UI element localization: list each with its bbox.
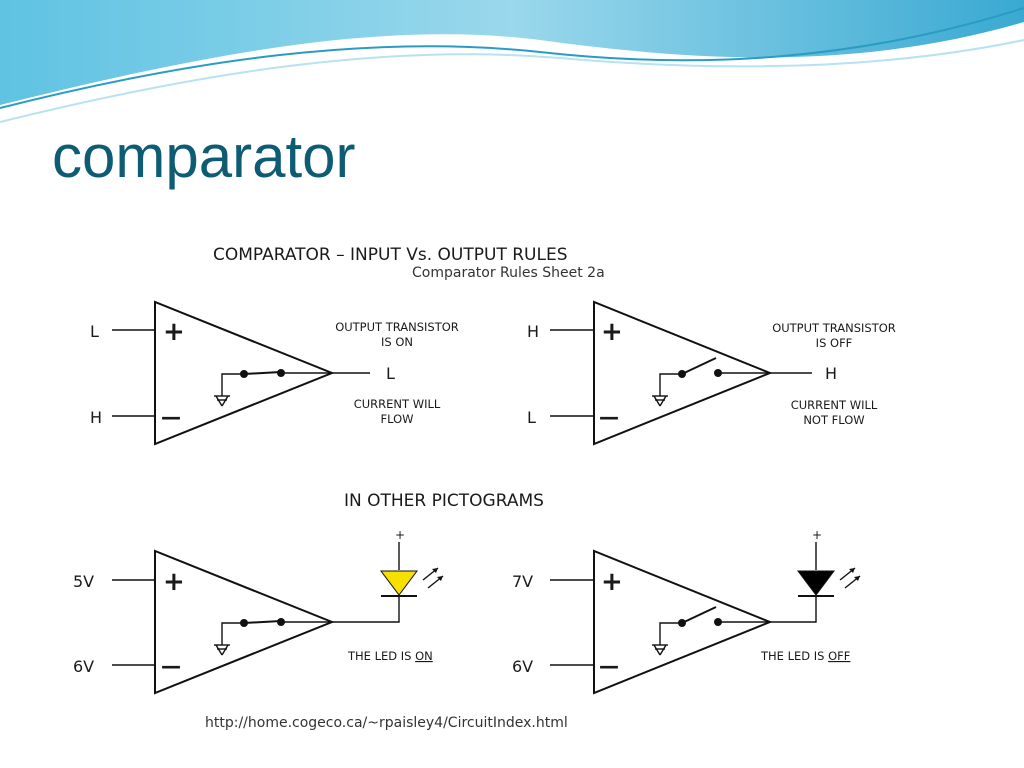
led-status-text: THE LED IS <box>347 649 415 663</box>
led-output-wire <box>332 596 400 623</box>
minus-input-label: 6V <box>73 657 94 676</box>
minus-input-label: H <box>90 408 102 427</box>
minus-input-label: 6V <box>512 657 533 676</box>
diagram-subheading: Comparator Rules Sheet 2a <box>412 265 605 281</box>
led-status-prefix: THE LED IS OFF <box>760 649 850 663</box>
comparator-bottom-left: 5V 6V + — + THE LE <box>73 528 444 695</box>
minus-sign: — <box>599 405 619 429</box>
note-output-state: IS ON <box>381 335 413 349</box>
led-status-value: OFF <box>828 649 850 663</box>
minus-sign: — <box>161 405 181 429</box>
led-status-prefix: THE LED IS ON <box>347 649 433 663</box>
source-url: http://home.cogeco.ca/~rpaisley4/Circuit… <box>205 715 568 731</box>
minus-sign: — <box>599 654 619 678</box>
ground-icon <box>214 395 230 407</box>
opamp-triangle <box>154 549 335 695</box>
ground-icon <box>652 644 668 656</box>
output-transistor-switch-open <box>652 606 770 656</box>
output-transistor-switch-closed <box>214 369 332 407</box>
led-status-value: ON <box>415 649 433 663</box>
plus-input-label: H <box>527 322 539 341</box>
led-icon-off <box>797 567 861 597</box>
plus-sign: + <box>601 317 623 347</box>
ground-icon <box>214 644 230 656</box>
note-current: CURRENT WILL <box>791 398 878 412</box>
output-label: H <box>825 364 837 383</box>
supply-label: + <box>395 528 405 542</box>
pictograms-heading: IN OTHER PICTOGRAMS <box>344 491 544 511</box>
note-current-state: NOT FLOW <box>803 413 864 427</box>
opamp-triangle <box>154 300 335 446</box>
led-status-text: THE LED IS <box>760 649 828 663</box>
plus-sign: + <box>601 567 623 597</box>
comparator-top-left: L H + — L OUTPUT TRANSISTOR IS ON CURREN… <box>90 300 459 446</box>
plus-input-label: 5V <box>73 572 94 591</box>
led-output-wire <box>770 596 817 623</box>
led-icon-on <box>380 567 444 597</box>
note-output-transistor: OUTPUT TRANSISTOR <box>335 320 459 334</box>
plus-sign: + <box>163 567 185 597</box>
supply-label: + <box>812 528 822 542</box>
comparator-bottom-right: 7V 6V + — + THE LED IS <box>512 528 861 695</box>
plus-input-label: L <box>90 322 99 341</box>
ground-icon <box>652 395 668 407</box>
output-label: L <box>386 364 395 383</box>
output-transistor-switch-open <box>652 357 770 407</box>
opamp-triangle <box>593 549 773 695</box>
minus-sign: — <box>161 654 181 678</box>
note-current: CURRENT WILL <box>354 397 441 411</box>
minus-input-label: L <box>527 408 536 427</box>
plus-sign: + <box>163 317 185 347</box>
comparator-top-right: H L + — H OUTPUT TRANSISTOR IS OFF CURRE… <box>527 300 896 446</box>
note-output-state: IS OFF <box>816 336 853 350</box>
note-current-state: FLOW <box>380 412 413 426</box>
diagram-panel <box>55 232 935 745</box>
slide-title: comparator <box>52 123 356 190</box>
diagram-heading: COMPARATOR – INPUT Vs. OUTPUT RULES <box>213 245 568 265</box>
note-output-transistor: OUTPUT TRANSISTOR <box>772 321 896 335</box>
opamp-triangle <box>593 300 773 446</box>
plus-input-label: 7V <box>512 572 533 591</box>
output-transistor-switch-closed <box>214 618 332 656</box>
